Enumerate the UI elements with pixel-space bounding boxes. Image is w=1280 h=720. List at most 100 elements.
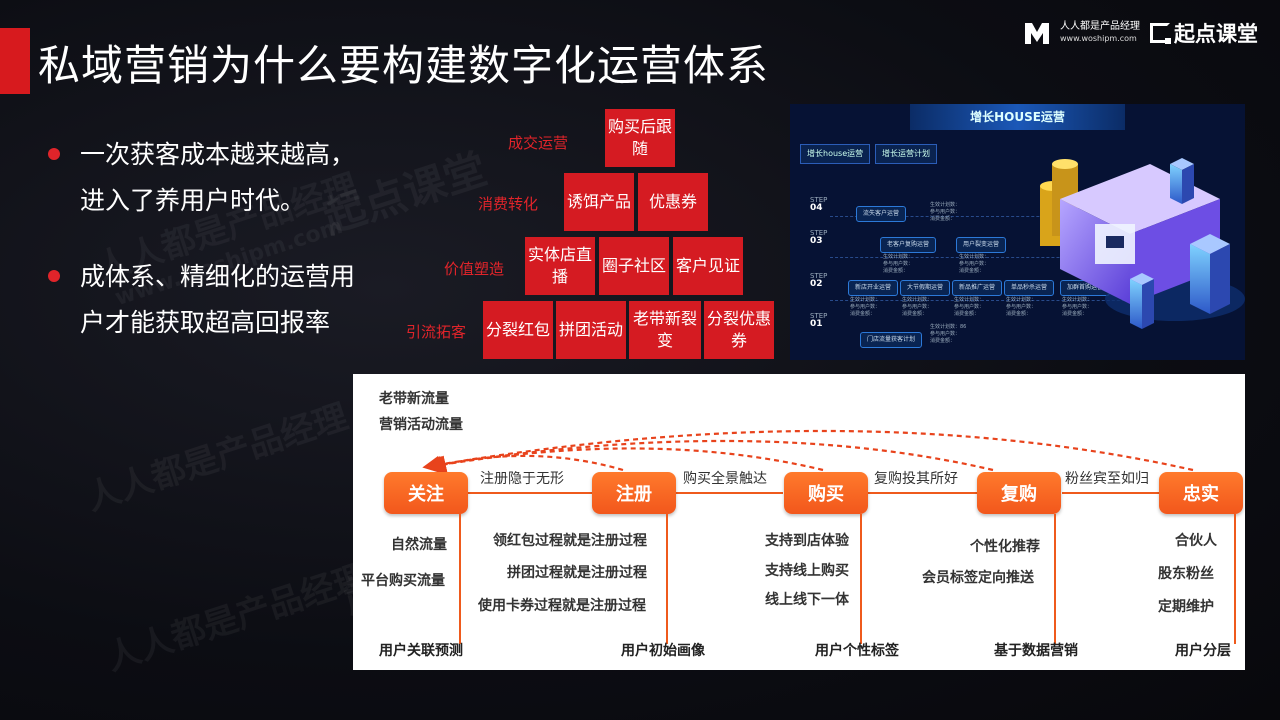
buy-item: 支持线上购买 (765, 563, 849, 579)
traffic-label: 营销活动流量 (379, 417, 463, 433)
growth-detail: 生效计划数：参与用户数：消费金额： (930, 202, 961, 222)
stage-buy: 购买 (784, 472, 868, 514)
stage-edge-label: 复购投其所好 (874, 471, 958, 487)
bullet-dot-icon (48, 148, 60, 160)
step-divider (830, 300, 1145, 301)
pyramid-box: 分裂红包 (483, 301, 553, 359)
growth-pill: 流失客户运营 (856, 206, 907, 222)
watermark: 人人都是产品经理 (101, 556, 373, 679)
growth-detail: 生效计划数：参与用户数：消费金额： (954, 297, 985, 317)
qidian-logo: 起点课堂 (1150, 18, 1258, 48)
stage-output-label: 用户初始画像 (621, 643, 705, 659)
bullet-list: 一次获客成本越来越高， 进入了养用户时代。 成体系、精细化的运营用 户才能获取超… (46, 132, 406, 376)
bullet-line: 户才能获取超高回报率 (80, 308, 331, 337)
loyal-item: 定期维护 (1158, 599, 1214, 615)
register-item: 领红包过程就是注册过程 (493, 533, 647, 549)
loyal-item: 合伙人 (1175, 533, 1217, 549)
growth-detail: 生效计划数：参与用户数：消费金额： (1062, 297, 1093, 317)
pyramid-level-label: 成交运营 (508, 134, 569, 152)
title-accent-bar (0, 28, 30, 94)
growth-tab: 增长运营计划 (875, 144, 937, 164)
growth-house-banner: 增长HOUSE运营 (910, 104, 1125, 130)
traffic-label: 老带新流量 (379, 391, 449, 407)
loyal-item: 股东粉丝 (1158, 566, 1214, 582)
growth-tab: 增长house运营 (800, 144, 871, 164)
stage-edge-label: 购买全景触达 (683, 471, 767, 487)
growth-pill: 门店流量获客计划 (860, 332, 923, 348)
bullet-item: 一次获客成本越来越高， 进入了养用户时代。 (46, 132, 406, 224)
stage-connector (860, 514, 862, 644)
pyramid-box: 优惠券 (638, 173, 708, 231)
user-lifecycle-flow: 老带新流量 营销活动流量 注册隐于无形 购买全景触达 复购 (353, 374, 1245, 670)
growth-pill: 新品推广运营 (952, 280, 1003, 296)
pyramid-box: 分裂优惠券 (704, 301, 774, 359)
growth-detail: 生效计划数：参与用户数：消费金额： (1006, 297, 1037, 317)
logo-name: 人人都是产品经理 (1060, 21, 1140, 32)
watermark: 人人都是产品经理 (81, 396, 353, 519)
growth-detail: 生效计划数：参与用户数：消费金额： (902, 297, 933, 317)
register-item: 使用卡券过程就是注册过程 (478, 598, 646, 614)
pyramid-box: 拼团活动 (556, 301, 626, 359)
stage-edge-label: 注册隐于无形 (480, 471, 564, 487)
stage-connector (1234, 514, 1236, 644)
pyramid-box: 圈子社区 (599, 237, 669, 295)
stage-connector (1054, 514, 1056, 644)
growth-pill: 新店开业运营 (848, 280, 899, 296)
growth-pill: 用户裂变运营 (956, 237, 1007, 253)
stage-follow: 关注 (384, 472, 468, 514)
buy-item: 支持到店体验 (765, 533, 849, 549)
pyramid-level-label: 引流拓客 (406, 323, 467, 341)
page-title: 私域营销为什么要构建数字化运营体系 (38, 41, 770, 90)
growth-detail: 生效计划数：参与用户数：消费金额： (959, 254, 990, 274)
follow-item: 自然流量 (391, 537, 447, 553)
follow-item: 平台购买流量 (361, 573, 445, 589)
woshipm-logo-text: 人人都是产品经理 www.woshipm.com (1060, 21, 1140, 45)
stage-register: 注册 (592, 472, 676, 514)
step-divider (830, 257, 1145, 258)
register-item: 拼团过程就是注册过程 (507, 565, 647, 581)
growth-pill: 大节假期运营 (900, 280, 951, 296)
bullet-item: 成体系、精细化的运营用 户才能获取超高回报率 (46, 254, 406, 346)
stage-output-label: 用户个性标签 (815, 643, 899, 659)
bullet-line: 一次获客成本越来越高， (80, 140, 356, 169)
repurchase-item: 会员标签定向推送 (922, 570, 1034, 586)
header-logos: 人人都是产品经理 www.woshipm.com 起点课堂 (1024, 18, 1258, 48)
bullet-line: 成体系、精细化的运营用 (80, 262, 356, 291)
operation-pyramid: 成交运营 消费转化 价值塑造 引流拓客 购买后跟随 诱饵产品 优惠券 实体店直播… (400, 106, 790, 366)
pyramid-level-label: 价值塑造 (444, 260, 505, 278)
stage-output-label: 用户分层 (1175, 643, 1231, 659)
growth-detail: 生效计划数：参与用户数：消费金额： (883, 254, 914, 274)
bullet-line: 进入了养用户时代。 (80, 186, 306, 215)
woshipm-logo-icon (1025, 23, 1049, 44)
pyramid-level-label: 消费转化 (478, 195, 539, 213)
stage-loyal: 忠实 (1159, 472, 1243, 514)
growth-house-illustration (1040, 158, 1245, 329)
stage-output-label: 基于数据营销 (994, 643, 1078, 659)
qidian-logo-text: 起点课堂 (1174, 22, 1258, 46)
bullet-dot-icon (48, 270, 60, 282)
logo-url: www.woshipm.com (1060, 34, 1137, 43)
stage-connector (459, 514, 461, 644)
stage-output-label: 用户关联预测 (379, 643, 463, 659)
pyramid-box: 客户见证 (673, 237, 743, 295)
growth-pill: 单品秒杀运营 (1004, 280, 1055, 296)
pyramid-box: 实体店直播 (525, 237, 595, 295)
repurchase-item: 个性化推荐 (970, 539, 1040, 555)
qidian-logo-icon (1150, 23, 1171, 44)
step-divider (830, 216, 1145, 217)
pyramid-box: 老带新裂变 (629, 301, 701, 359)
stage-connector (666, 514, 668, 644)
feedback-arcs (422, 429, 1194, 494)
buy-item: 线上线下一体 (765, 592, 849, 608)
growth-pill: 老客户复购运营 (880, 237, 937, 253)
pyramid-box: 诱饵产品 (564, 173, 634, 231)
stage-edge-label: 粉丝宾至如归 (1065, 471, 1149, 487)
stage-repurchase: 复购 (977, 472, 1061, 514)
